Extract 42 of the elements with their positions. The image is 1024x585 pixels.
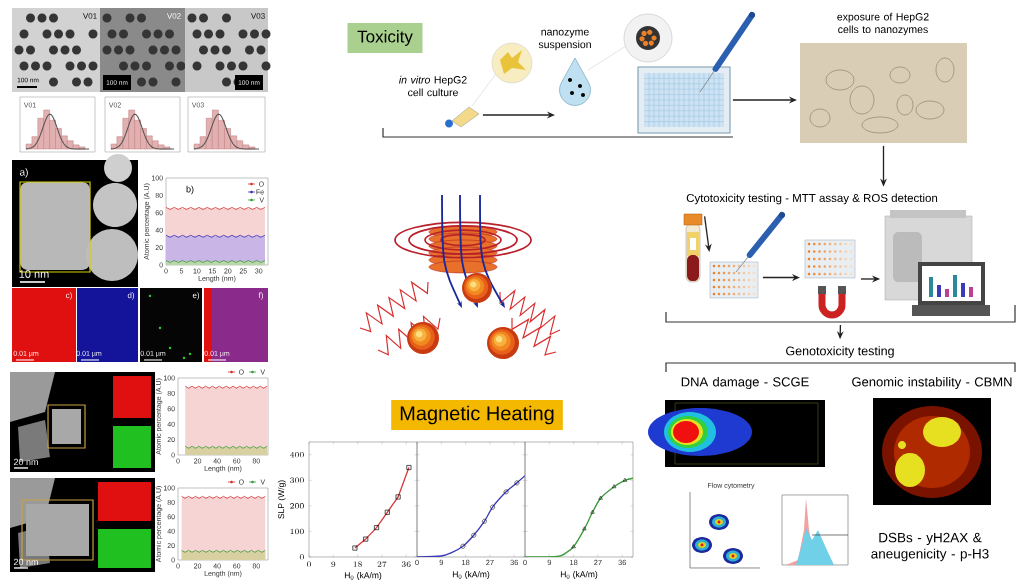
y-axis-title: SLP (W/g) xyxy=(277,480,286,519)
x-tick-label: 36 xyxy=(401,561,411,568)
scale-bar-label: 20 nm xyxy=(13,558,38,566)
image-tag: V02 xyxy=(166,13,181,19)
picture xyxy=(683,213,703,283)
panel-letter: c) xyxy=(66,292,72,300)
panel-letter: a) xyxy=(20,168,28,178)
title-box: Magnetic Heating xyxy=(391,400,563,430)
picture xyxy=(709,212,785,299)
panel-letter: b) xyxy=(186,185,194,195)
y-tick-label: 200 xyxy=(290,503,304,509)
image-tag: V03 xyxy=(250,13,265,19)
x-tick-label: 0 xyxy=(307,561,311,568)
picture xyxy=(884,210,990,316)
x-tick-label: 9 xyxy=(331,561,336,568)
scale-bar-label: 20 nm xyxy=(13,458,38,466)
scale-bar-label: 10 nm xyxy=(19,270,49,278)
y-tick-label: 400 xyxy=(290,451,304,458)
picture xyxy=(637,12,755,134)
heading-text: Genotoxicity testing xyxy=(786,346,894,358)
picture xyxy=(804,239,856,319)
x-tick-label: 18 xyxy=(353,561,362,568)
heading-text: nanozyme suspension xyxy=(538,29,591,51)
panel-letter: e) xyxy=(192,292,200,300)
y-tick-label: 100 xyxy=(290,528,304,535)
heading-text: Genomic instability - CBMN xyxy=(852,376,1012,390)
axis-label: H$_{0}$ (kA/m) xyxy=(560,571,598,579)
heading-text: DSBs - yH2AX & aneugenicity - p-H3 xyxy=(871,532,989,562)
x-axis-title: H$_{0}$ (kA/m) xyxy=(344,572,382,580)
image-tag: V01 xyxy=(82,13,97,19)
bracket xyxy=(665,304,1016,323)
heading-text: in vitro HepG2 cell culture xyxy=(399,75,467,97)
y-tick-label: 300 xyxy=(290,477,304,484)
x-tick-label: 27 xyxy=(377,561,387,568)
panel-letter: f) xyxy=(258,292,263,300)
axis-label: H$_{0}$ (kA/m) xyxy=(452,571,490,579)
title-box: Toxicity xyxy=(347,23,423,53)
heading-text: exposure of HepG2 cells to nanozymes xyxy=(837,12,929,36)
y-tick-label: 0 xyxy=(299,554,304,560)
heading-text: DNA damage - SCGE xyxy=(681,376,809,390)
heading-text: Cytotoxicity testing - MTT assay & ROS detection xyxy=(686,193,938,205)
panel-letter: d) xyxy=(127,292,135,300)
